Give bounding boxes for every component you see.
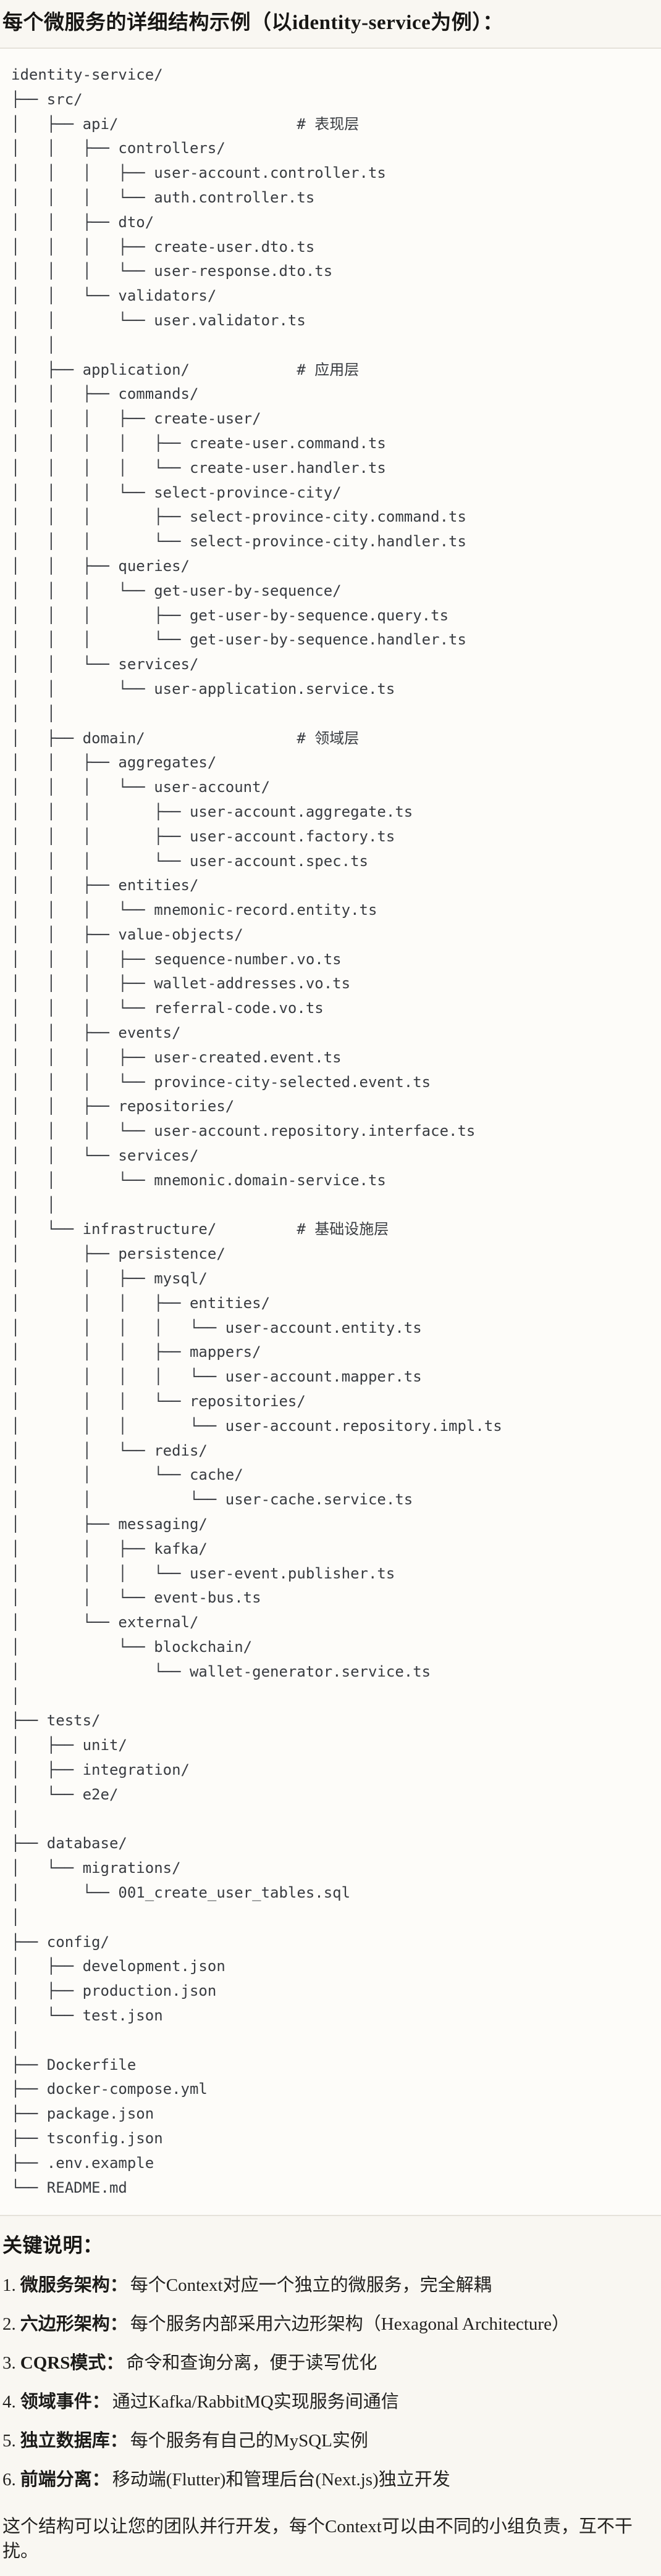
item-colon: ： xyxy=(91,2470,110,2490)
directory-tree-pre: identity-service/ ├── src/ │ ├── api/ # … xyxy=(11,66,502,2196)
item-colon: ： xyxy=(109,2314,128,2335)
item-label: 独立数据库 xyxy=(20,2431,110,2451)
item-label: 微服务架构 xyxy=(20,2275,110,2296)
item-colon: ： xyxy=(109,2431,128,2451)
list-item: 5.独立数据库：每个服务有自己的MySQL实例 xyxy=(2,2428,651,2453)
item-number: 5. xyxy=(2,2431,16,2451)
item-number: 3. xyxy=(2,2353,16,2374)
list-item: 1.微服务架构：每个Context对应一个独立的微服务，完全解耦 xyxy=(2,2273,651,2298)
item-text: 每个Context对应一个独立的微服务，完全解耦 xyxy=(130,2275,492,2296)
key-notes-heading: 关键说明： xyxy=(2,2234,103,2257)
item-number: 4. xyxy=(2,2392,16,2412)
item-label: 领域事件 xyxy=(20,2392,92,2412)
item-colon: ： xyxy=(106,2353,124,2374)
item-text: 通过Kafka/RabbitMQ实现服务间通信 xyxy=(112,2392,399,2412)
item-colon: ： xyxy=(109,2275,128,2296)
directory-tree-block: identity-service/ ├── src/ │ ├── api/ # … xyxy=(0,48,661,2217)
key-notes-section: 关键说明： 1.微服务架构：每个Context对应一个独立的微服务，完全解耦 2… xyxy=(0,2232,661,2576)
item-number: 2. xyxy=(2,2314,16,2335)
list-item: 6.前端分离：移动端(Flutter)和管理后台(Next.js)独立开发 xyxy=(2,2467,651,2492)
list-item: 2.六边形架构：每个服务内部采用六边形架构（Hexagonal Architec… xyxy=(2,2312,651,2336)
item-colon: ： xyxy=(91,2392,110,2412)
item-label: 前端分离 xyxy=(20,2470,92,2490)
item-number: 6. xyxy=(2,2470,16,2490)
item-text: 每个服务内部采用六边形架构（Hexagonal Architecture） xyxy=(130,2314,570,2335)
item-text: 移动端(Flutter)和管理后台(Next.js)独立开发 xyxy=(112,2470,450,2490)
page-title: 每个微服务的详细结构示例（以identity-service为例）： xyxy=(2,12,503,34)
list-item: 4.领域事件：通过Kafka/RabbitMQ实现服务间通信 xyxy=(2,2390,651,2414)
list-item: 3.CQRS模式：命令和查询分离，便于读写优化 xyxy=(2,2351,651,2375)
item-text: 命令和查询分离，便于读写优化 xyxy=(126,2353,377,2374)
item-text: 每个服务有自己的MySQL实例 xyxy=(130,2431,368,2451)
closing-paragraph: 这个结构可以让您的团队并行开发，每个Context可以由不同的小组负责，互不干扰… xyxy=(2,2517,633,2562)
item-number: 1. xyxy=(2,2275,16,2296)
item-label: CQRS模式 xyxy=(20,2353,106,2374)
item-label: 六边形架构 xyxy=(20,2314,110,2335)
